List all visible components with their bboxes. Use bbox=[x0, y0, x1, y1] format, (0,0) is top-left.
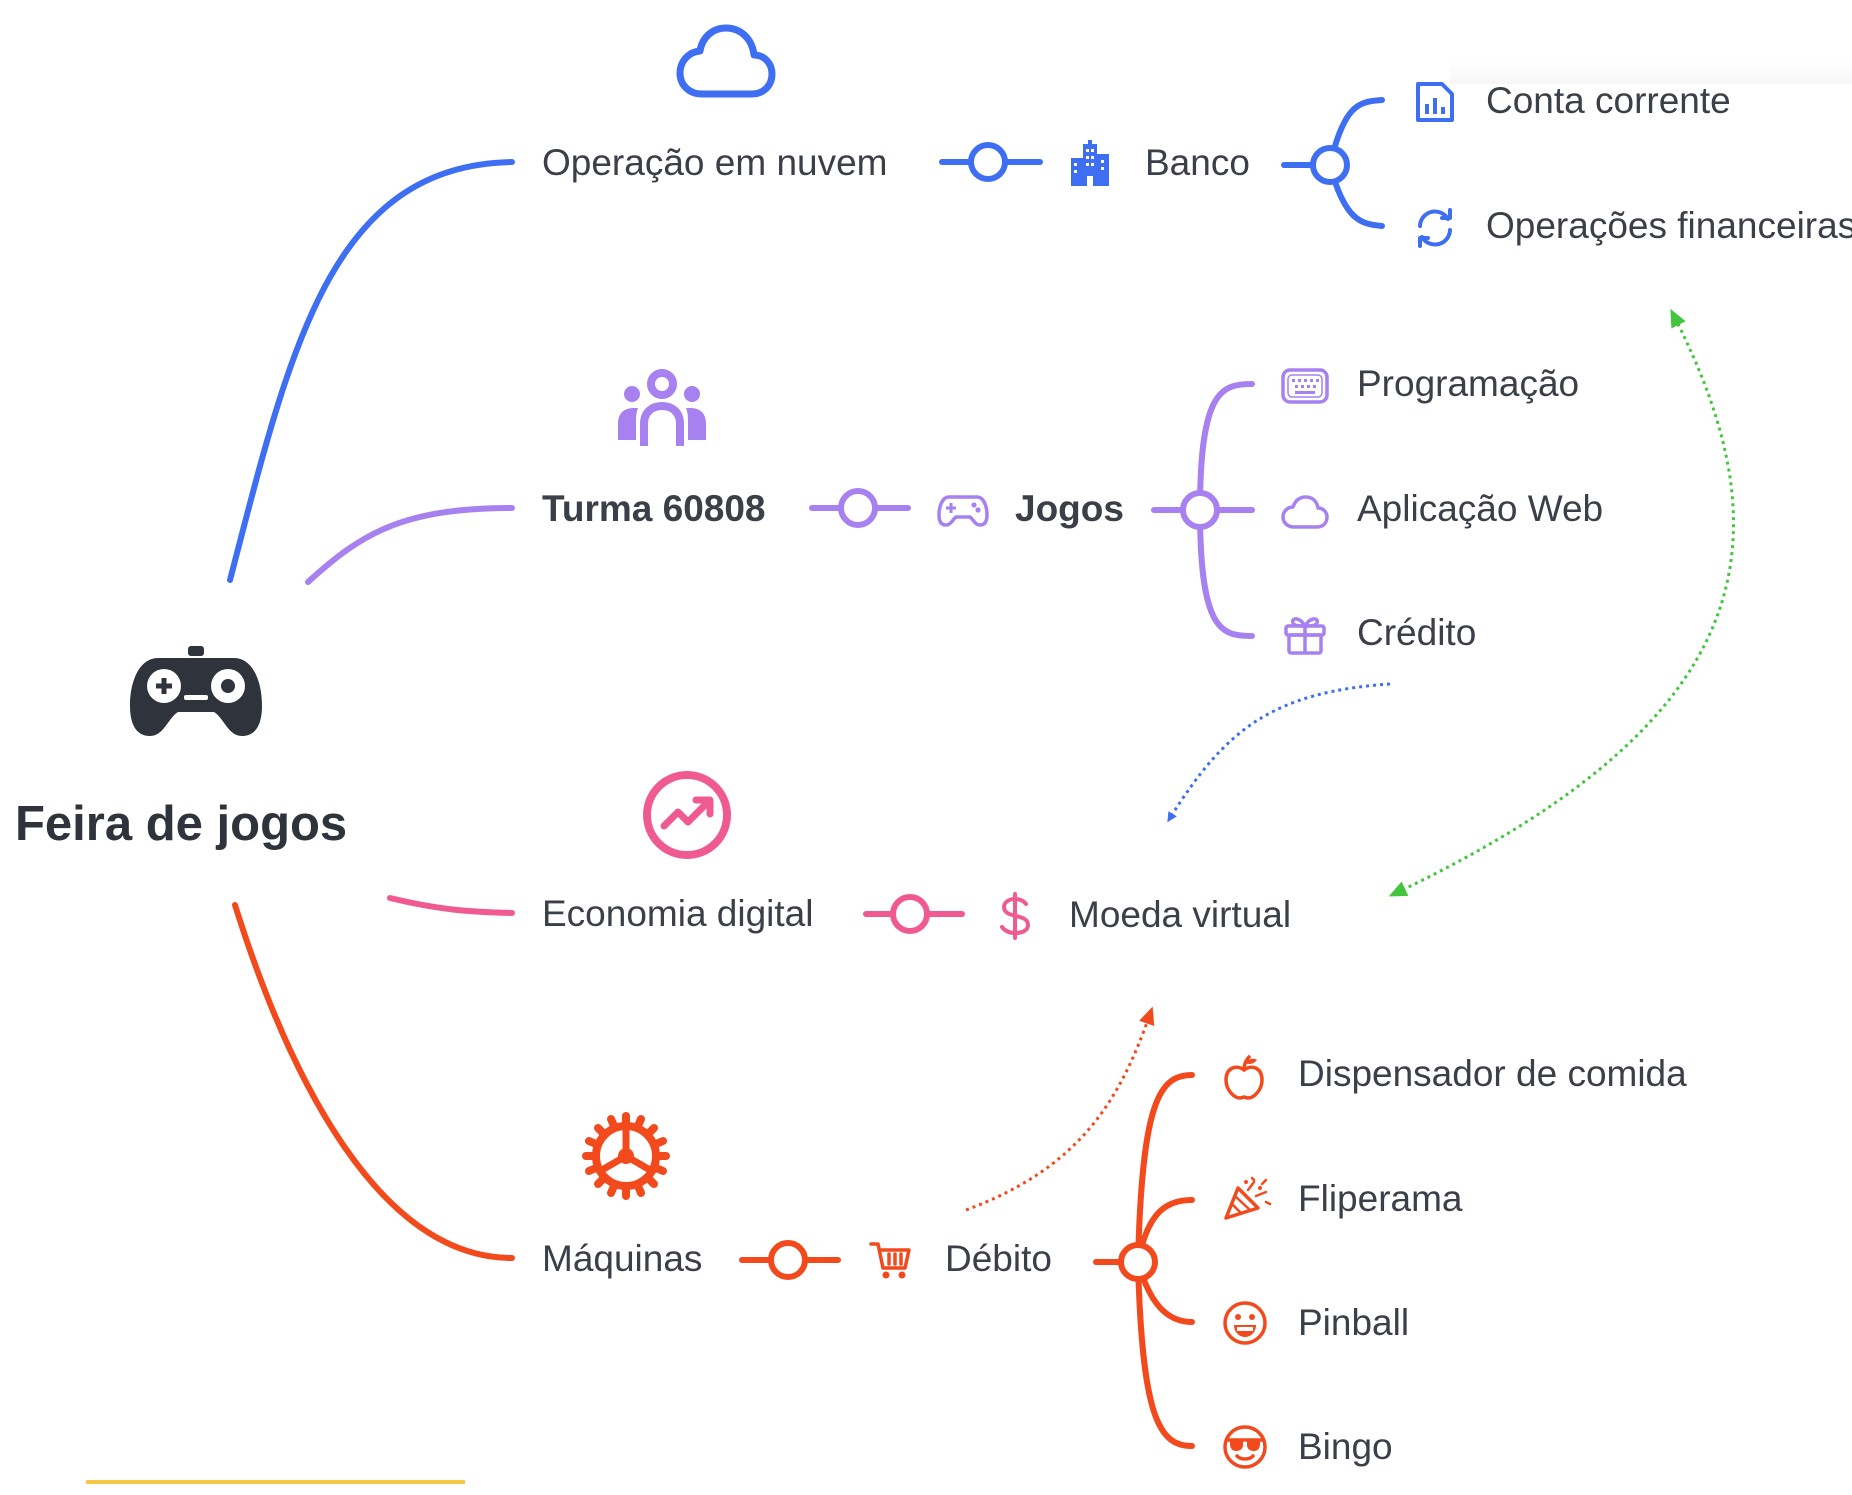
node-label-debito[interactable]: Débito bbox=[945, 1238, 1052, 1279]
gamepad-small-icon bbox=[937, 493, 989, 527]
relation-arrow-debito-moeda bbox=[965, 1006, 1155, 1212]
gear-icon bbox=[580, 1110, 672, 1202]
trending-up-icon bbox=[642, 770, 732, 860]
cloud-outline-icon bbox=[1281, 494, 1329, 530]
leaf-label-conta-corrente[interactable]: Conta corrente bbox=[1486, 80, 1731, 121]
branch-label-class[interactable]: Turma 60808 bbox=[542, 488, 766, 529]
connector-cloud-banco bbox=[939, 142, 1043, 182]
cool-face-icon bbox=[1222, 1424, 1268, 1470]
leaf-label-programacao[interactable]: Programação bbox=[1357, 363, 1580, 404]
bar-chart-icon bbox=[1414, 80, 1456, 124]
fork-debito bbox=[1093, 1072, 1195, 1449]
leaf-label-fliperama[interactable]: Fliperama bbox=[1298, 1178, 1463, 1219]
dollar-icon bbox=[998, 892, 1032, 940]
shopping-cart-icon bbox=[869, 1240, 913, 1280]
leaf-label-bingo[interactable]: Bingo bbox=[1298, 1426, 1393, 1467]
root-branch-line-economy bbox=[387, 895, 515, 916]
bank-building-icon bbox=[1068, 140, 1112, 186]
branch-label-economy[interactable]: Economia digital bbox=[542, 893, 814, 934]
cloud-icon bbox=[676, 24, 776, 100]
people-group-icon bbox=[616, 368, 708, 448]
connector-class-jogos bbox=[809, 488, 911, 528]
leaf-label-dispensador-de-comida[interactable]: Dispensador de comida bbox=[1298, 1053, 1687, 1094]
branch-label-cloud[interactable]: Operação em nuvem bbox=[542, 142, 888, 183]
connector-machines-debito bbox=[739, 1240, 841, 1280]
node-label-moeda-virtual[interactable]: Moeda virtual bbox=[1069, 894, 1292, 935]
relation-arrow-moeda-operacoes bbox=[1388, 308, 1735, 897]
root-topic-label[interactable]: Feira de jogos bbox=[15, 797, 348, 851]
party-popper-icon bbox=[1222, 1176, 1272, 1222]
root-branch-line-cloud bbox=[227, 159, 515, 583]
fork-banco bbox=[1281, 97, 1385, 229]
node-label-jogos[interactable]: Jogos bbox=[1015, 488, 1124, 529]
root-branch-line-machines bbox=[232, 902, 515, 1261]
keyboard-icon bbox=[1281, 368, 1329, 404]
relation-arrow-credito-moeda bbox=[1167, 682, 1391, 823]
apple-icon bbox=[1222, 1054, 1266, 1100]
branch-label-machines[interactable]: Máquinas bbox=[542, 1238, 703, 1279]
gift-icon bbox=[1283, 612, 1327, 656]
gamepad-icon bbox=[128, 640, 264, 740]
root-branch-line-class bbox=[305, 505, 515, 585]
grin-face-icon bbox=[1222, 1300, 1268, 1346]
leaf-label-operacoes-financeiras[interactable]: Operações financeiras bbox=[1486, 205, 1852, 246]
fork-jogos bbox=[1151, 381, 1255, 639]
node-label-banco[interactable]: Banco bbox=[1145, 142, 1250, 183]
leaf-label-aplicacao-web[interactable]: Aplicação Web bbox=[1357, 488, 1604, 529]
connector-economy-moeda bbox=[863, 894, 965, 934]
leaf-label-pinball[interactable]: Pinball bbox=[1298, 1302, 1410, 1343]
top-edge-shadow bbox=[1450, 62, 1852, 84]
leaf-label-credito[interactable]: Crédito bbox=[1357, 612, 1477, 653]
refresh-icon bbox=[1412, 206, 1458, 250]
